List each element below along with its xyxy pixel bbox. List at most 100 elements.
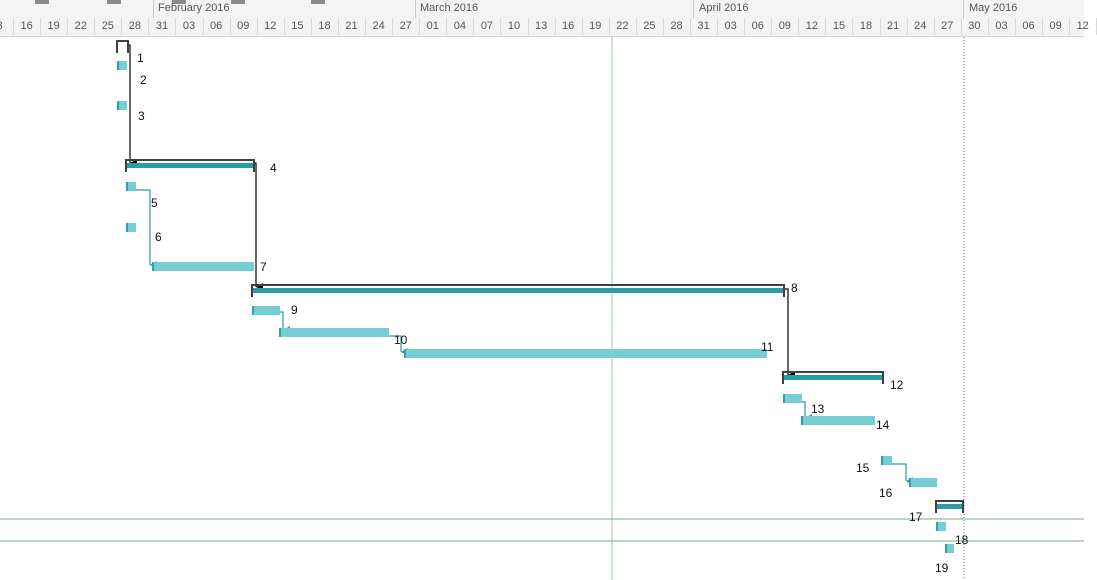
task-id-label: 6 xyxy=(155,230,162,244)
timescale-day-label: 07 xyxy=(480,20,494,32)
timescale-day-label: 03 xyxy=(724,20,737,32)
task-bar-start-marker xyxy=(126,182,128,191)
timescale-marker xyxy=(311,0,325,4)
task-id-label: 13 xyxy=(811,402,825,416)
timescale-day-label: 22 xyxy=(616,20,629,32)
dependency-link xyxy=(128,44,137,167)
timescale-day-separator xyxy=(825,18,827,35)
task-bar xyxy=(404,349,767,358)
timescale-day-separator xyxy=(608,18,610,35)
task-id-label: 5 xyxy=(151,196,158,210)
timescale-day-label: 25 xyxy=(643,20,656,32)
timescale-day-label: 04 xyxy=(453,20,466,32)
task-bar xyxy=(936,522,946,531)
task-id-label: 1 xyxy=(137,51,144,65)
dependency-link xyxy=(136,189,157,269)
timescale-day-label: 16 xyxy=(20,20,33,32)
month-separator xyxy=(963,0,964,18)
task-id-label: 16 xyxy=(879,486,893,500)
timescale-day-separator xyxy=(473,18,475,35)
task-bar-start-marker xyxy=(783,394,785,403)
task-bar xyxy=(252,306,280,315)
timescale-day-label: 03 xyxy=(182,20,196,32)
timescale-day-separator xyxy=(419,18,421,35)
task-bar-start-marker xyxy=(279,328,281,337)
timescale-day-separator xyxy=(500,18,502,35)
summary-bar xyxy=(252,288,784,293)
timescale-day-label: 3 xyxy=(0,18,13,34)
task-id-label: 7 xyxy=(260,260,267,274)
task-bar xyxy=(126,182,136,191)
month-separator xyxy=(415,0,416,18)
timescale-day-label: 12 xyxy=(264,20,277,32)
timescale-day-label: 09 xyxy=(778,20,791,32)
timescale-day-label: 09 xyxy=(1049,20,1062,32)
timescale-day-separator xyxy=(94,18,96,35)
timescale-day-label: 16 xyxy=(562,20,575,32)
task-bar-start-marker xyxy=(404,349,406,358)
summary-bar xyxy=(936,504,963,509)
summary-bracket xyxy=(125,159,255,172)
timescale-day-label: 24 xyxy=(372,20,385,32)
dependency-link xyxy=(892,463,913,485)
timescale-day-separator xyxy=(1042,18,1044,35)
task-bar xyxy=(909,478,937,487)
timescale-day-label: 06 xyxy=(210,20,223,32)
task-id-label: 12 xyxy=(890,378,904,392)
timescale-day-separator xyxy=(527,18,529,35)
timescale-day-label: 31 xyxy=(155,20,169,32)
task-id-label: 9 xyxy=(291,303,298,317)
timescale-day-separator xyxy=(987,18,989,35)
task-bar-start-marker xyxy=(881,456,883,465)
timescale-day-separator xyxy=(879,18,881,35)
timescale-day-label: 09 xyxy=(237,20,250,32)
timescale-day-separator xyxy=(202,18,204,35)
dependency-link xyxy=(280,311,290,334)
timescale-day-label: 18 xyxy=(318,20,331,32)
timescale-day-separator xyxy=(40,18,42,35)
timescale-marker xyxy=(107,0,121,4)
timescale-day-label: 01 xyxy=(426,20,439,32)
task-bar-start-marker xyxy=(252,306,254,315)
month-label-april: April 2016 xyxy=(699,2,749,14)
timescale-day-separator xyxy=(175,18,177,35)
timescale-day-separator xyxy=(635,18,637,35)
timescale-day-label: 12 xyxy=(1076,20,1089,32)
task-bar-start-marker xyxy=(126,223,128,232)
timescale-day-separator xyxy=(554,18,556,35)
timescale-day-separator xyxy=(13,18,14,35)
task-id-label: 11 xyxy=(761,340,774,354)
task-bar xyxy=(881,456,892,465)
summary-bracket xyxy=(251,284,785,297)
timescale-day-separator xyxy=(256,18,258,35)
task-bar-start-marker xyxy=(936,522,938,531)
task-bar xyxy=(279,328,389,337)
timescale-marker xyxy=(231,0,245,4)
task-bar xyxy=(945,544,954,553)
task-id-label: 15 xyxy=(856,461,870,475)
timescale-day-separator xyxy=(148,18,150,35)
timescale-day-label: 24 xyxy=(914,20,927,32)
timescale-day-separator xyxy=(581,18,583,35)
timescale-day-label: 18 xyxy=(859,20,873,32)
task-id-label: 8 xyxy=(791,281,798,295)
dependency-link xyxy=(389,335,408,356)
task-bar xyxy=(117,61,127,70)
timescale-day-label: 25 xyxy=(101,20,114,32)
summary-bracket xyxy=(116,40,129,53)
summary-bracket xyxy=(782,371,884,384)
timescale-day-label: 27 xyxy=(941,20,954,32)
month-label-march: March 2016 xyxy=(420,2,479,14)
timescale-day-separator xyxy=(744,18,746,35)
timescale-day-separator xyxy=(771,18,773,35)
timescale-day-separator xyxy=(906,18,908,35)
timescale-day-label: 27 xyxy=(399,20,412,32)
dependency-link xyxy=(802,401,812,422)
timescale-day-label: 06 xyxy=(751,20,764,32)
task-bar xyxy=(801,416,875,425)
task-bar-start-marker xyxy=(117,101,119,110)
summary-bar xyxy=(783,375,883,380)
timescale-day-label: 31 xyxy=(697,20,710,32)
timescale-day-label: 28 xyxy=(670,20,683,32)
timescale-day-label: 19 xyxy=(589,20,602,32)
